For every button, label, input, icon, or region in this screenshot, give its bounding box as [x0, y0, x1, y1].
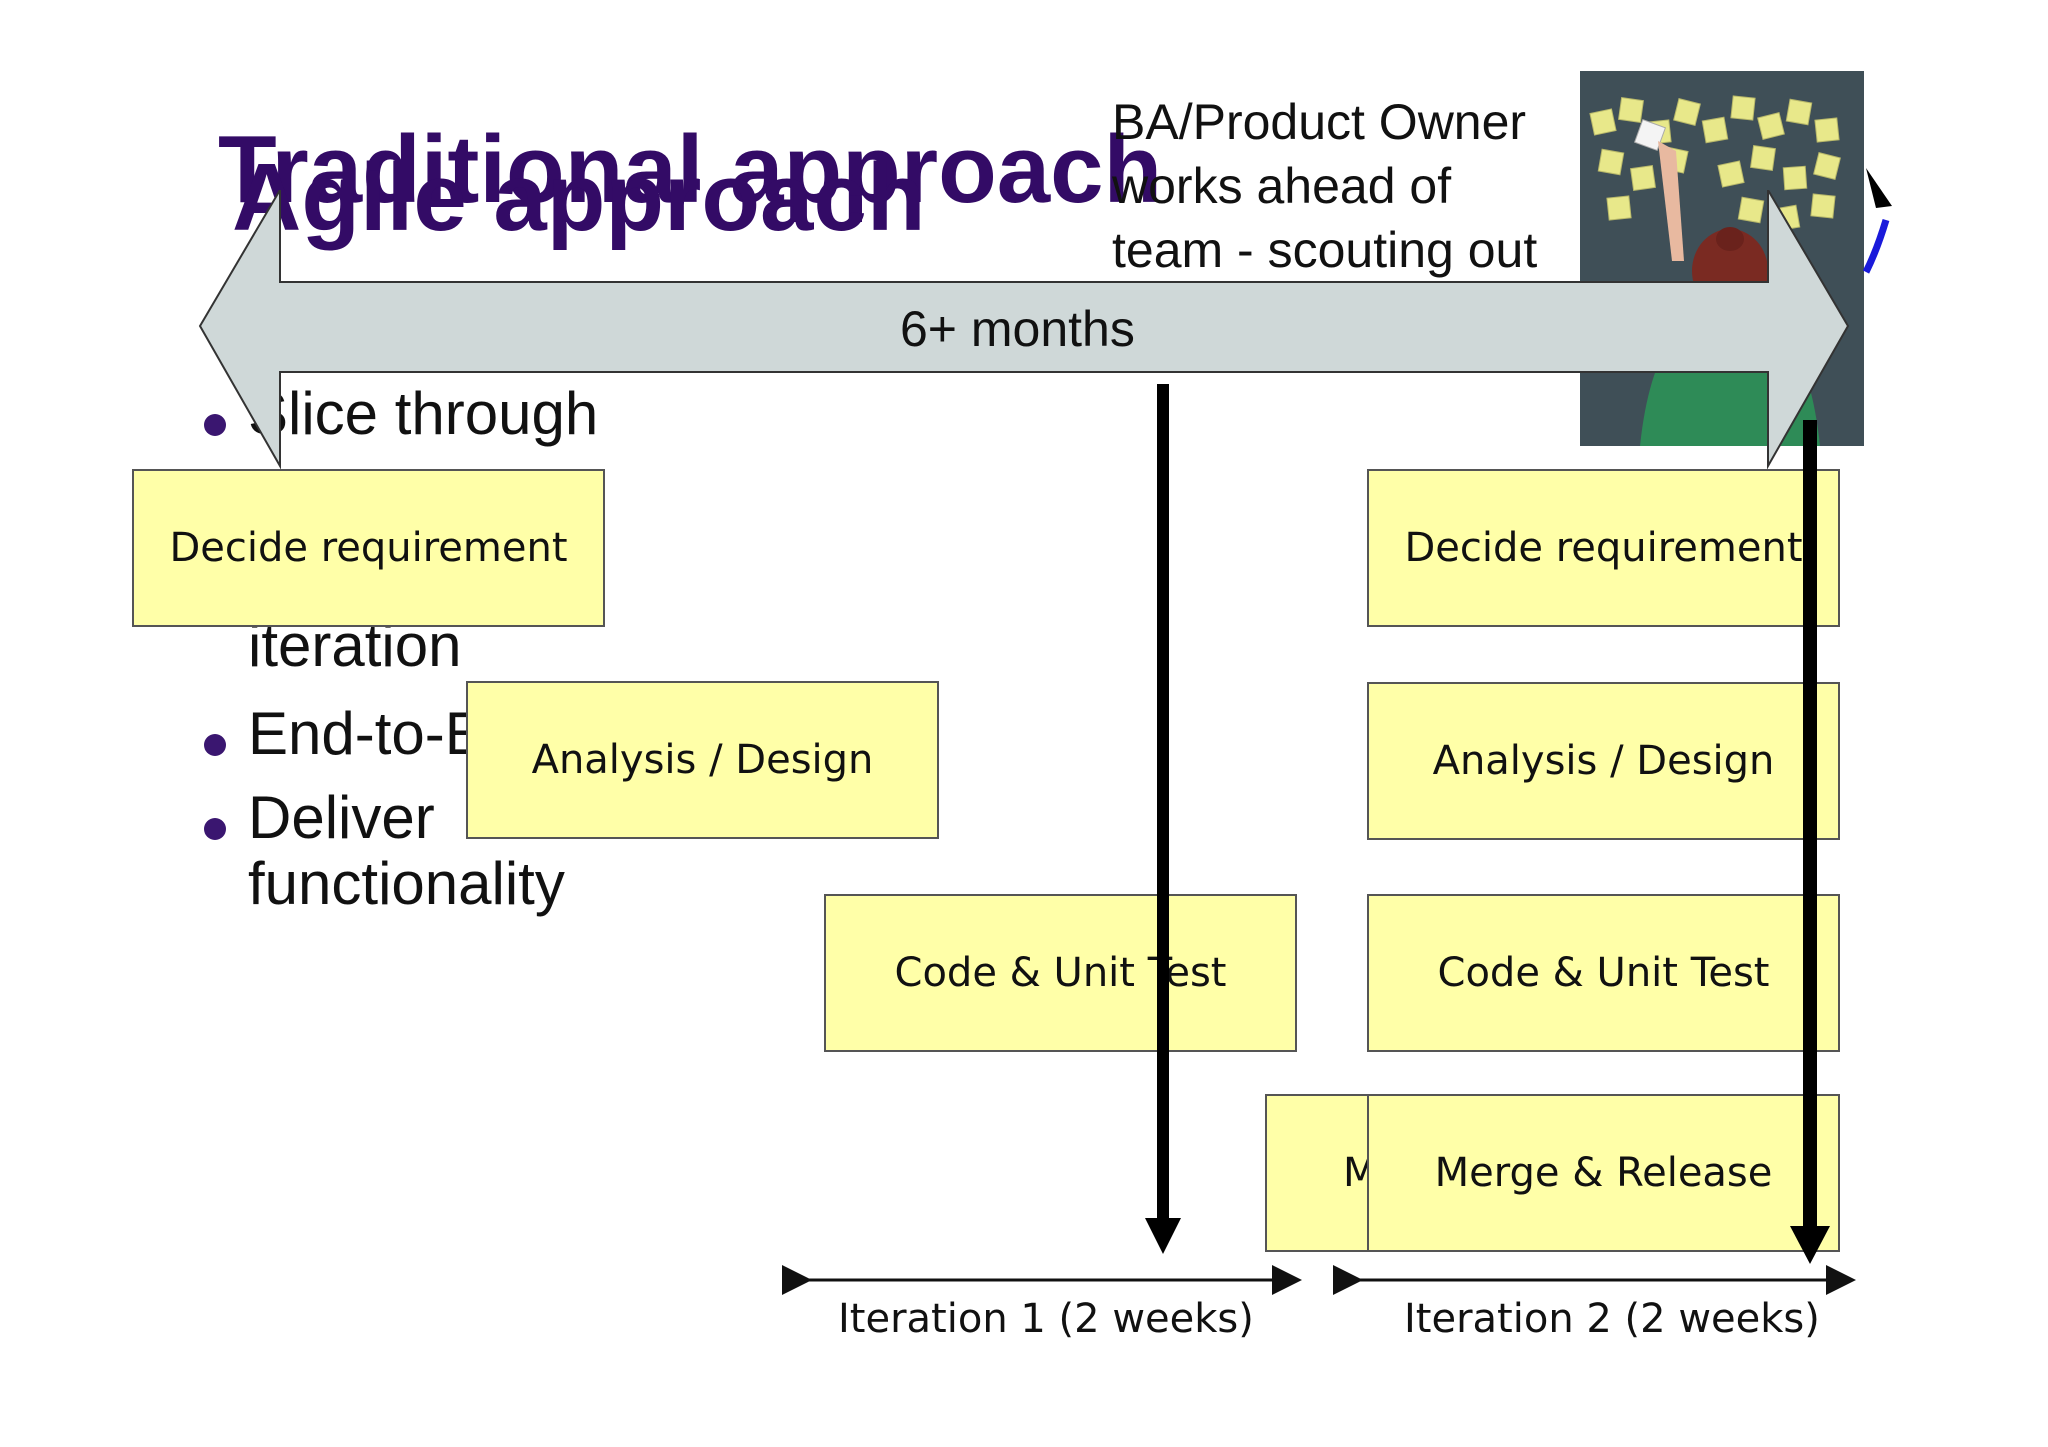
bullet-text: Slice through — [248, 380, 599, 447]
bullet-dot-icon — [204, 734, 226, 756]
iteration1-label: Iteration 1 (2 weeks) — [838, 1296, 1254, 1342]
title-traditional-approach: Traditional approach — [218, 116, 1163, 223]
box-label: Decide requirement — [169, 525, 568, 571]
box-label: Decide requirement — [1404, 525, 1803, 571]
bullet-text: functionality — [248, 850, 565, 917]
ba-note-line: team - scouting out — [1112, 222, 1538, 278]
iteration2-label: Iteration 2 (2 weeks) — [1404, 1296, 1820, 1342]
box-label: Analysis / Design — [1432, 738, 1775, 784]
box-code-unit-test-iteration2: Code & Unit Test — [1367, 894, 1840, 1052]
box-label: Code & Unit Test — [1437, 950, 1770, 996]
box-merge-release-iteration2: Merge & Release — [1367, 1094, 1840, 1252]
ba-note-line: works ahead of — [1112, 158, 1452, 214]
box-code-unit-test-traditional: Code & Unit Test — [824, 894, 1297, 1052]
six-months-arrow — [198, 190, 1850, 470]
title-agile-approach: Agile approach — [232, 144, 926, 251]
iteration1-end-arrow — [1145, 384, 1181, 1254]
sticky-notes-wall-photo — [1580, 71, 1864, 446]
box-decide-requirement-traditional: Decide requirement — [132, 469, 605, 627]
box-label: Merge & Release — [1434, 1150, 1773, 1196]
bullet-dot-icon — [204, 818, 226, 840]
bullet-dot-icon — [204, 414, 226, 436]
box-analysis-design-iteration2: Analysis / Design — [1367, 682, 1840, 840]
six-months-label: 6+ months — [900, 301, 1135, 357]
ba-product-owner-note: BA/Product Owner works ahead of team - s… — [1112, 90, 1537, 282]
iteration2-end-arrow — [1790, 420, 1830, 1264]
bullet-text: End-to-E — [248, 700, 485, 767]
box-label: Analysis / Design — [531, 737, 874, 783]
box-label: Code & Unit Test — [894, 950, 1227, 996]
curved-arrow-icon — [1862, 168, 1892, 274]
box-analysis-design-traditional: Analysis / Design — [466, 681, 939, 839]
bullet-text: Deliver — [248, 784, 435, 851]
ba-note-line: BA/Product Owner — [1112, 94, 1527, 150]
box-decide-requirement-iteration2: Decide requirement — [1367, 469, 1840, 627]
